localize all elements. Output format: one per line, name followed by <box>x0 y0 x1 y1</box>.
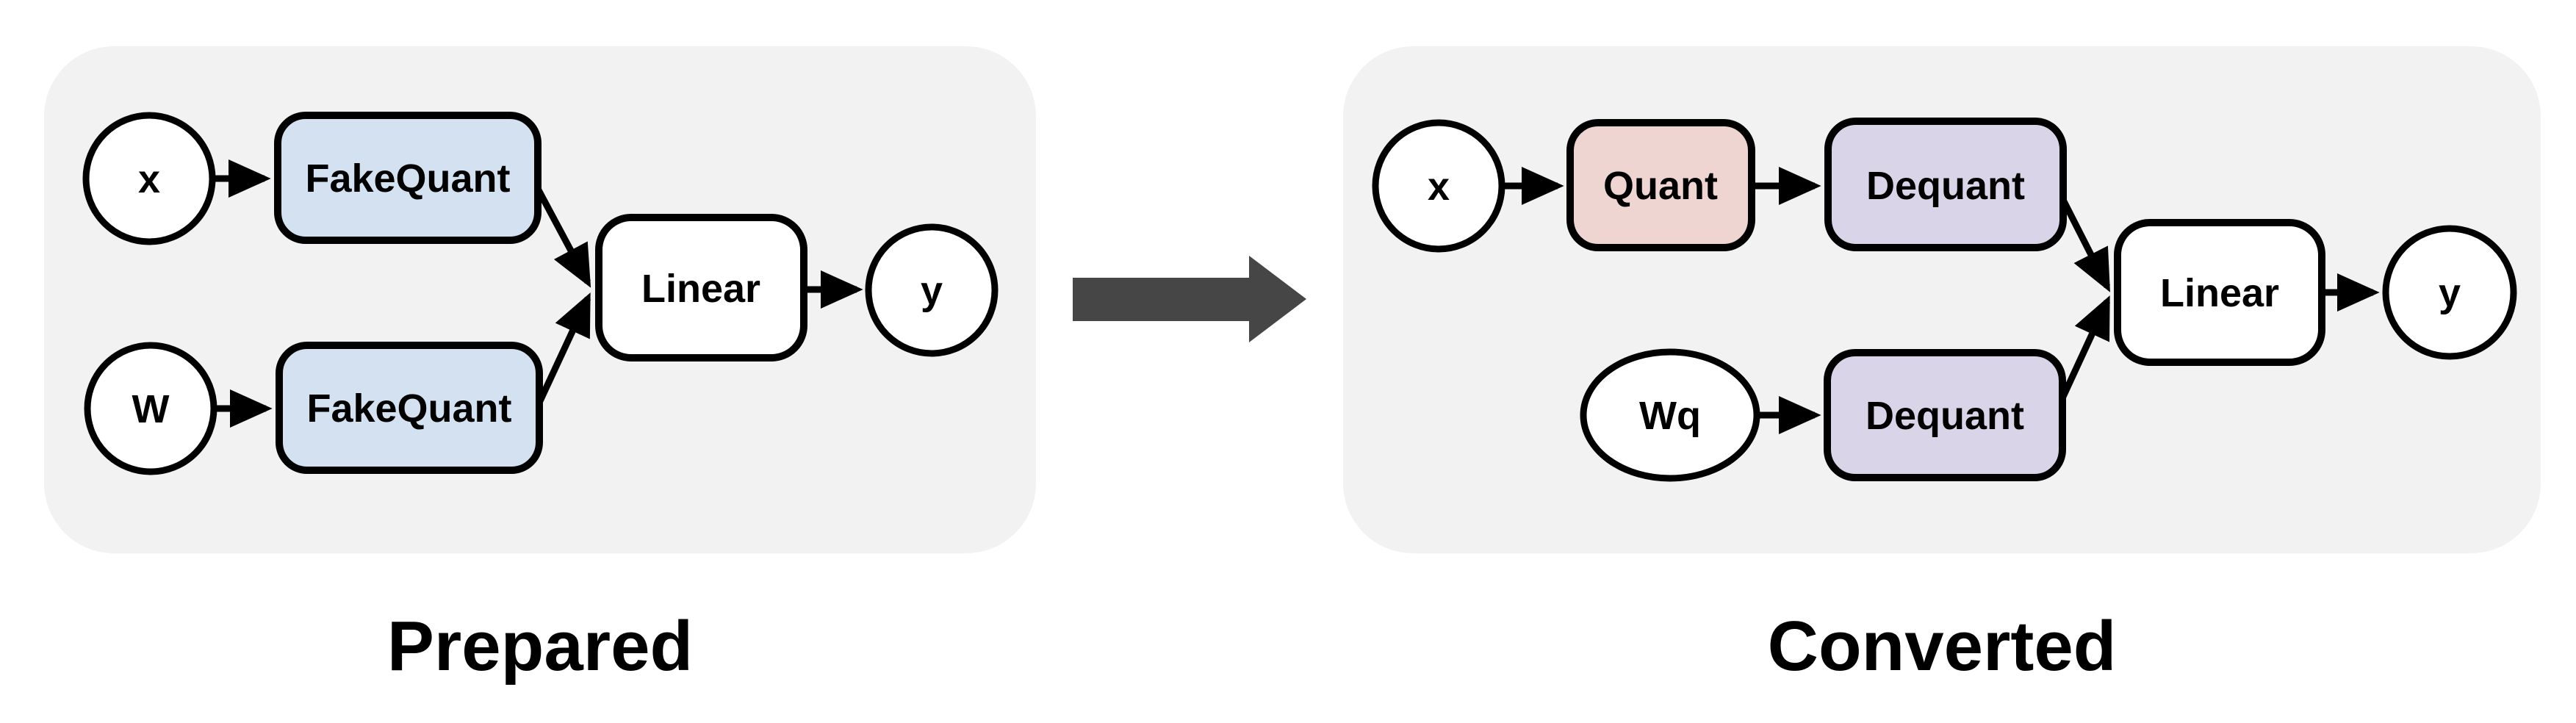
node-x: x <box>82 112 216 245</box>
x-node-label: x <box>1428 165 1450 209</box>
converted-caption: Converted <box>1768 607 2117 686</box>
node-linear-prepared: Linear <box>595 214 807 362</box>
edge-dequant-weight-to-linear <box>2059 295 2111 400</box>
wq-node-label: Wq <box>1639 394 1701 438</box>
node-linear-converted: Linear <box>2114 219 2325 366</box>
quant-label: Quant <box>1603 164 1718 208</box>
w-node-circle <box>84 342 217 475</box>
prepared-caption: Prepared <box>387 607 693 686</box>
linear-box <box>595 214 807 362</box>
y-node-circle <box>2382 225 2517 360</box>
prepared-panel: x FakeQuant W FakeQuant Linear y <box>44 46 1036 553</box>
x-node-circle <box>82 112 216 245</box>
converted-panel: x Quant Dequant Wq Dequant Linear y <box>1343 46 2541 553</box>
node-fakequant-weight: FakeQuant <box>276 342 543 474</box>
linear-label: Linear <box>2160 271 2279 315</box>
y-node-label: y <box>921 269 943 313</box>
edge-dequant-activation-to-linear <box>2059 198 2111 292</box>
node-w: W <box>84 342 217 475</box>
w-node-label: W <box>132 387 170 431</box>
node-wq: Wq <box>1580 348 1760 482</box>
node-quant: Quant <box>1566 119 1755 251</box>
linear-box <box>2114 219 2325 366</box>
dequant-weight-label: Dequant <box>1866 394 2024 438</box>
node-dequant-activation: Dequant <box>1824 118 2067 251</box>
dequant-weight-box <box>1824 349 2066 481</box>
dequant-activation-box <box>1824 118 2067 251</box>
node-y-prepared: y <box>865 223 999 357</box>
conversion-arrow-icon <box>1073 256 1306 342</box>
fakequant-weight-box <box>276 342 543 474</box>
quant-box <box>1566 119 1755 251</box>
fakequant-activation-label: FakeQuant <box>305 157 510 201</box>
node-y-converted: y <box>2382 225 2517 360</box>
fakequant-activation-box <box>274 112 542 244</box>
node-fakequant-activation: FakeQuant <box>274 112 542 244</box>
edge-fakequant-weight-to-linear <box>536 292 591 404</box>
x-node-circle <box>1372 119 1505 253</box>
x-node-label: x <box>138 157 160 201</box>
node-dequant-weight: Dequant <box>1824 349 2066 481</box>
edge-fakequant-activation-to-linear <box>534 185 591 288</box>
y-node-circle <box>865 223 999 357</box>
dequant-activation-label: Dequant <box>1866 164 2025 208</box>
wq-node-ellipse <box>1580 348 1760 482</box>
node-x-converted: x <box>1372 119 1505 253</box>
y-node-label: y <box>2439 271 2461 315</box>
fakequant-weight-label: FakeQuant <box>306 386 511 431</box>
linear-label: Linear <box>641 267 760 311</box>
